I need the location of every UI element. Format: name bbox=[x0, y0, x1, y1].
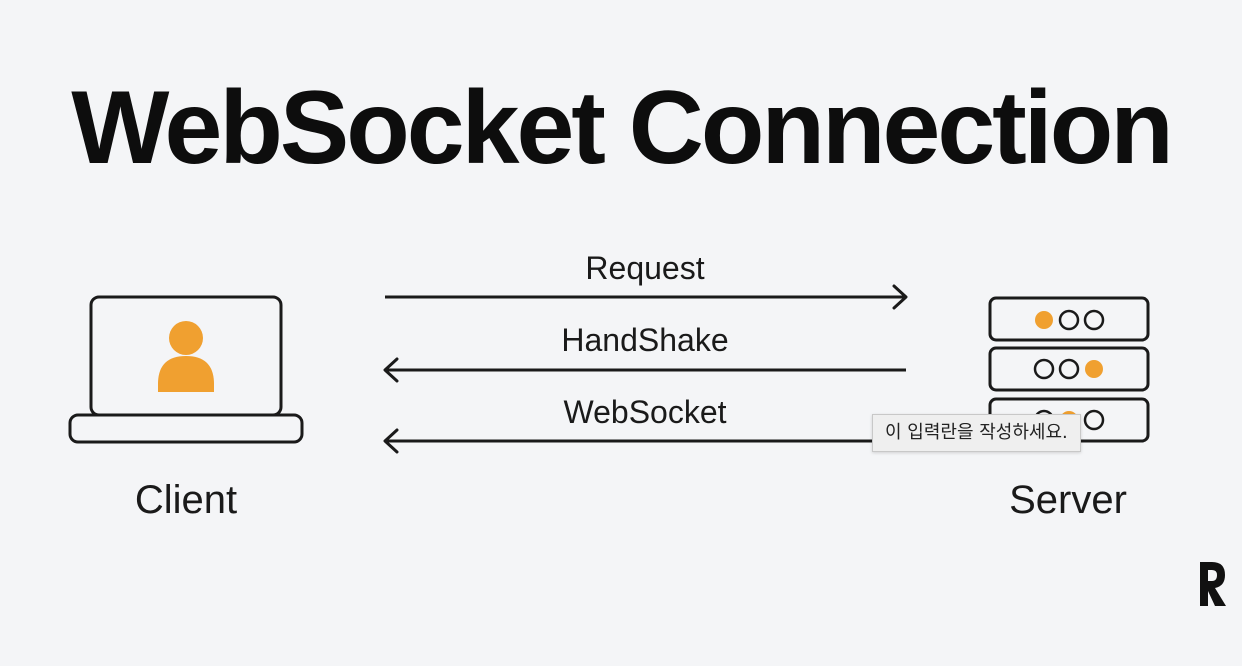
brand-r-logo-icon bbox=[1200, 562, 1226, 606]
laptop-user-icon bbox=[68, 295, 304, 444]
websocket-arrow bbox=[383, 428, 906, 454]
diagram-title: WebSocket Connection bbox=[71, 70, 1174, 186]
client-label: Client bbox=[134, 478, 238, 522]
server-unit-1 bbox=[988, 296, 1150, 342]
handshake-label: HandShake bbox=[561, 322, 729, 358]
request-arrow bbox=[385, 284, 908, 310]
server-label: Server bbox=[1009, 478, 1127, 522]
server-unit-2 bbox=[988, 346, 1150, 392]
handshake-arrow bbox=[383, 357, 906, 383]
user-body-icon bbox=[158, 356, 214, 392]
request-label: Request bbox=[585, 250, 705, 286]
input-tooltip: 이 입력란을 작성하세요. bbox=[872, 414, 1081, 452]
user-head-icon bbox=[169, 321, 203, 355]
websocket-label: WebSocket bbox=[563, 394, 727, 430]
